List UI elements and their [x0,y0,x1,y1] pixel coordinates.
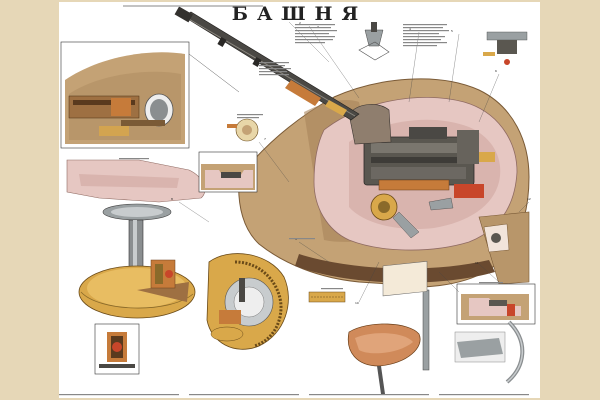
spec-text-blocks [59,5,529,396]
svg-text:12: 12 [527,197,531,201]
inset-sight-mount [479,24,535,74]
svg-text:10: 10 [355,301,359,305]
gear-ring-icon [206,253,289,350]
leader-lines [178,21,530,303]
inset-gear-detail [94,323,140,375]
hatch-icon [454,320,525,384]
ammo-clip-detail [308,291,346,303]
seat-icon [347,261,430,394]
traverse-mechanism-diagram [66,159,205,319]
periscope-icon [227,118,259,142]
svg-text:11: 11 [475,261,479,265]
svg-text:2: 2 [299,21,301,25]
poster-title: БАШНЯ [231,3,368,25]
inset-mantlet-closeup [60,41,190,149]
inset-hatch-detail [198,151,258,193]
svg-text:8: 8 [171,197,173,201]
svg-text:1: 1 [281,17,283,21]
inset-periscope-mount [355,22,395,62]
inset-lock-detail [456,283,536,325]
turret-cutaway [238,78,530,288]
breech-block [363,127,479,186]
svg-text:7: 7 [264,137,266,141]
svg-text:4: 4 [409,27,411,31]
svg-text:6: 6 [495,69,497,73]
svg-text:5: 5 [451,29,453,33]
